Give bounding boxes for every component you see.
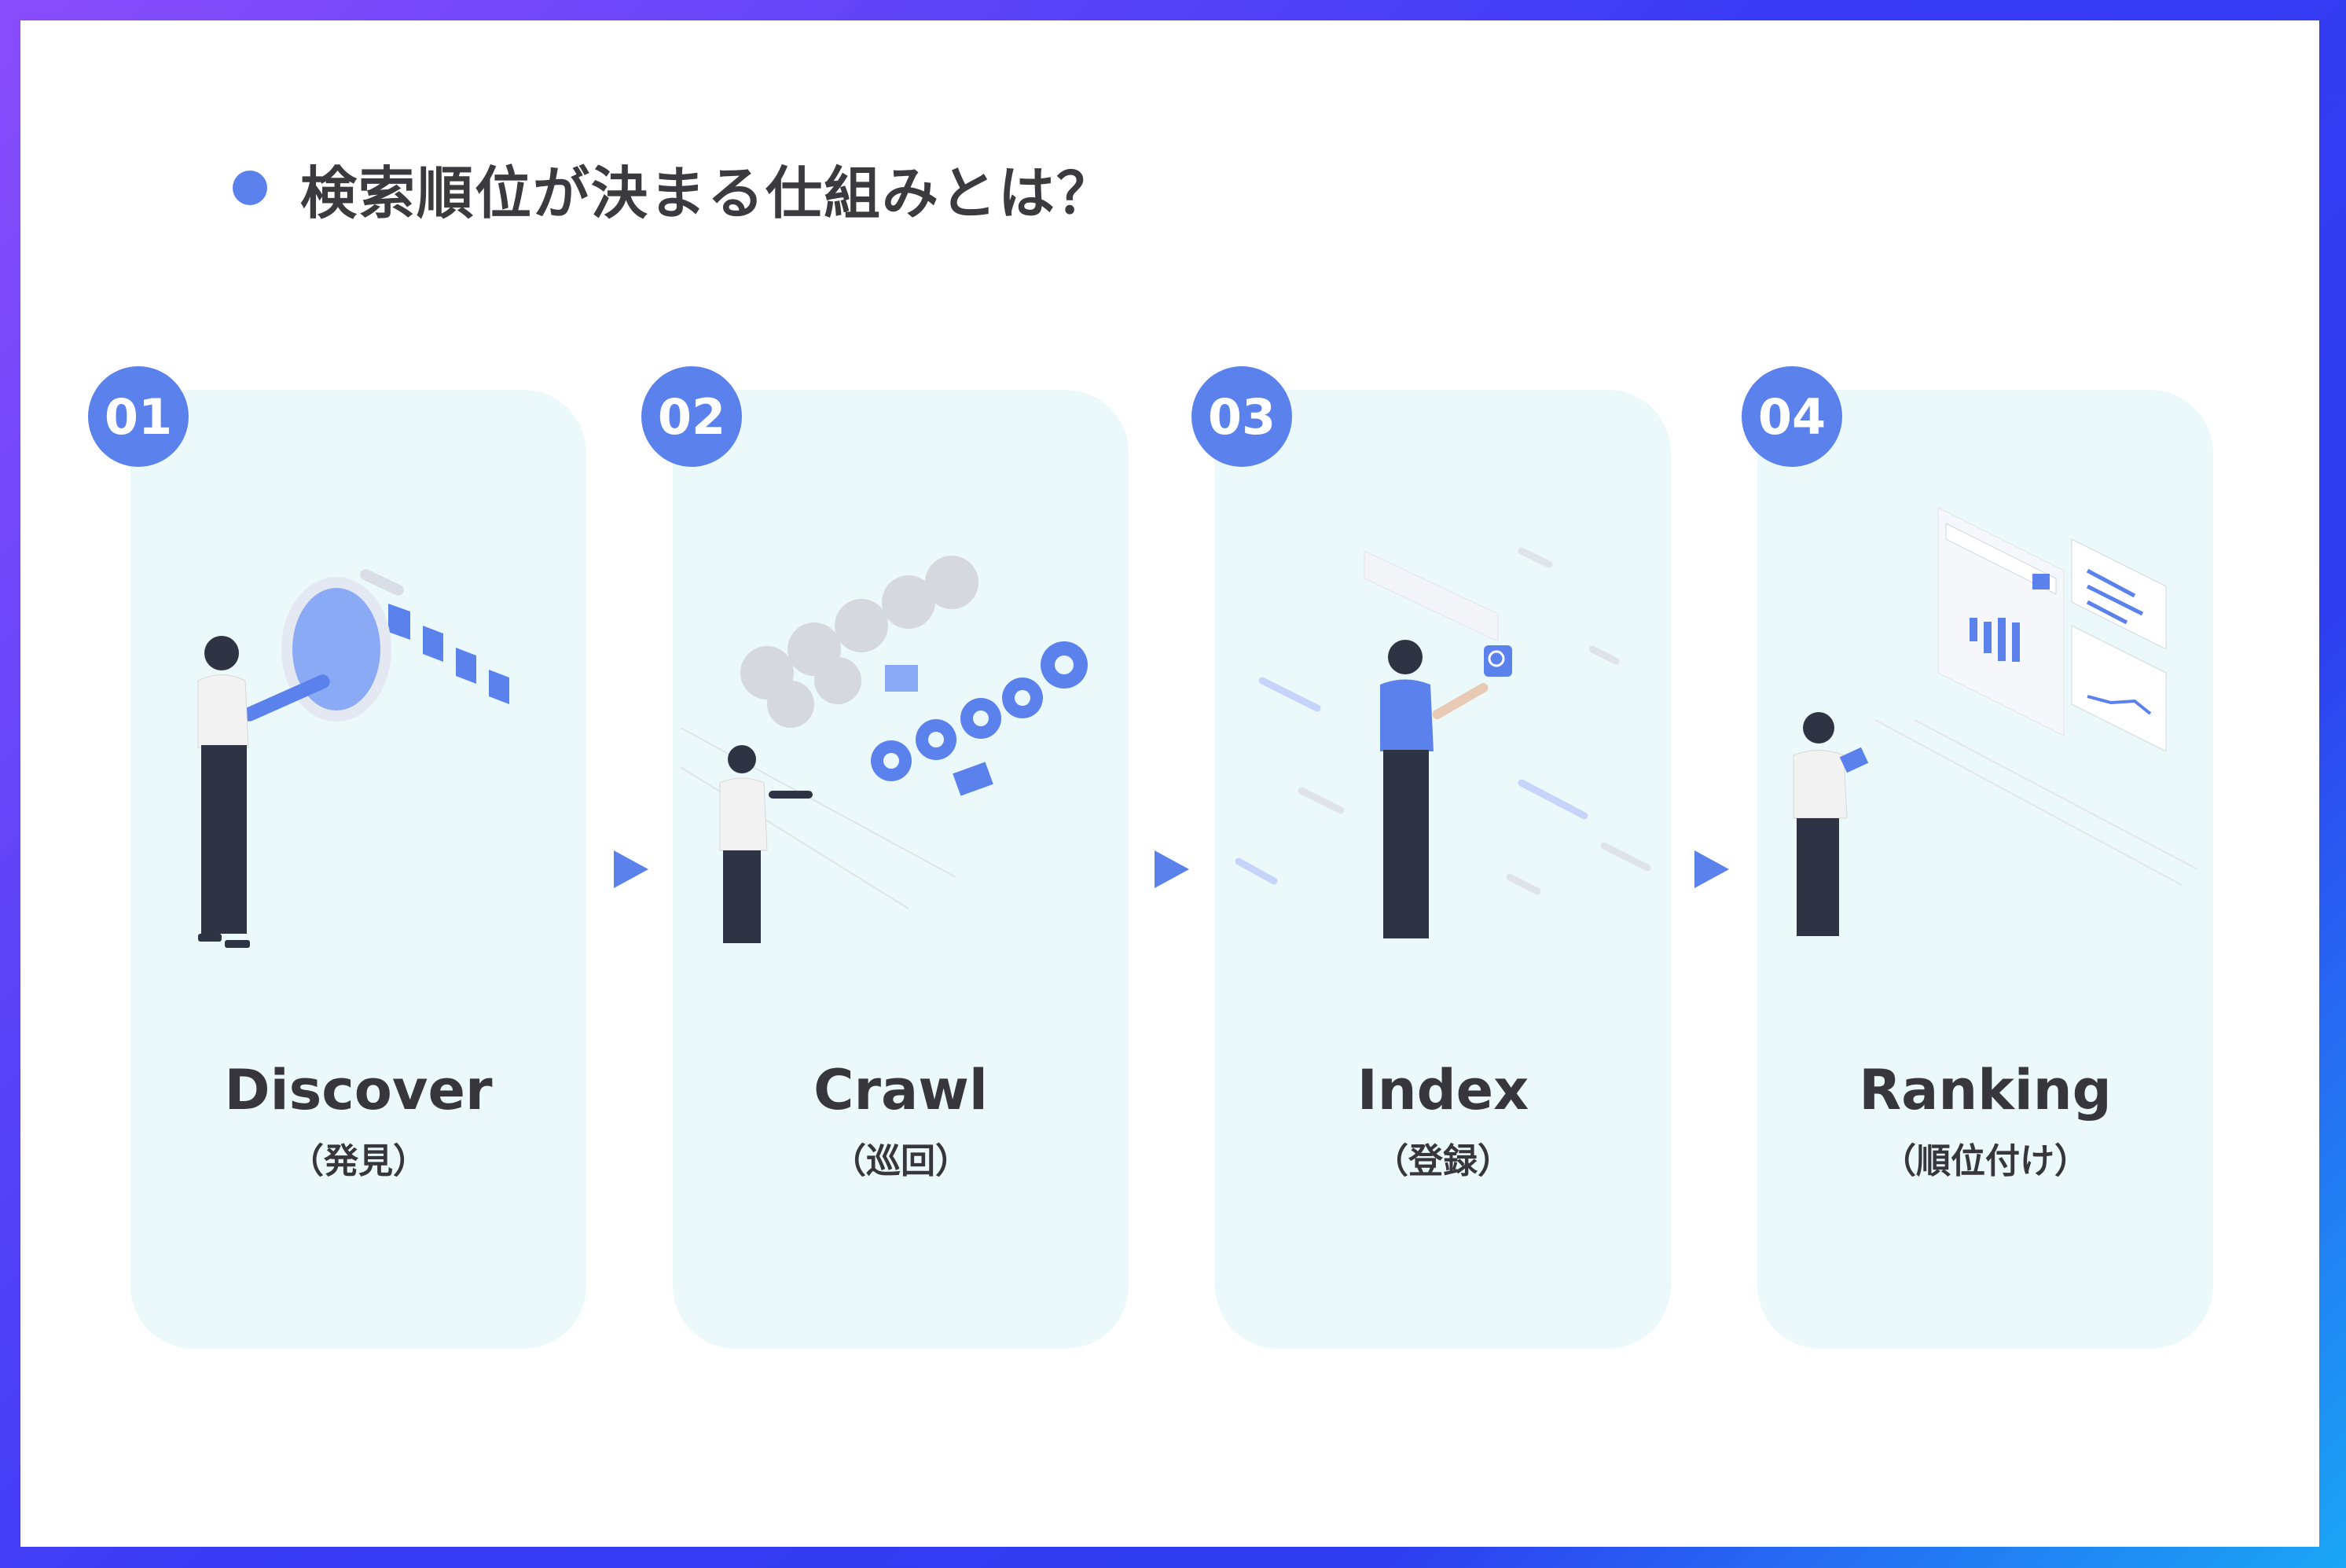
step-label: Ranking [1859, 1058, 2112, 1122]
ranking-dashboard-illustration-icon [1793, 507, 2198, 936]
search-index-illustration-icon [1235, 547, 1651, 938]
step-label: Discover [224, 1058, 493, 1122]
step-number-badge: 01 [88, 366, 189, 467]
step-arrow-icon [1155, 850, 1189, 888]
title-row: 検索順位が決まる仕組みとは？ [233, 152, 1114, 226]
bullet-dot-icon [233, 171, 267, 205]
step-label: Crawl [813, 1058, 988, 1122]
step-card-discover: Discover （発見） [130, 390, 586, 1349]
step-sublabel: （登録） [1374, 1141, 1512, 1181]
step-arrow-icon [1694, 850, 1729, 888]
step-card-index: Index （登録） [1215, 390, 1671, 1349]
magnifier-person-illustration-icon [197, 569, 509, 948]
step-card-ranking: Ranking （順位付け） [1757, 390, 2213, 1349]
slide-canvas: 検索順位が決まる仕組みとは？ Discover （発見） [20, 20, 2319, 1547]
step-number-badge: 04 [1742, 366, 1842, 467]
step-sublabel: （巡回） [832, 1141, 970, 1181]
page-title: 検索順位が決まる仕組みとは？ [300, 160, 1115, 226]
step-label: Index [1357, 1058, 1529, 1122]
step-card-crawl: Crawl （巡回） [673, 390, 1129, 1349]
step-number-badge: 03 [1191, 366, 1292, 467]
gears-crawler-illustration-icon [680, 556, 1088, 943]
step-sublabel: （発見） [289, 1141, 428, 1181]
step-number-badge: 02 [641, 366, 742, 467]
step-sublabel: （順位付け） [1882, 1141, 2089, 1181]
step-arrow-icon [614, 850, 648, 888]
